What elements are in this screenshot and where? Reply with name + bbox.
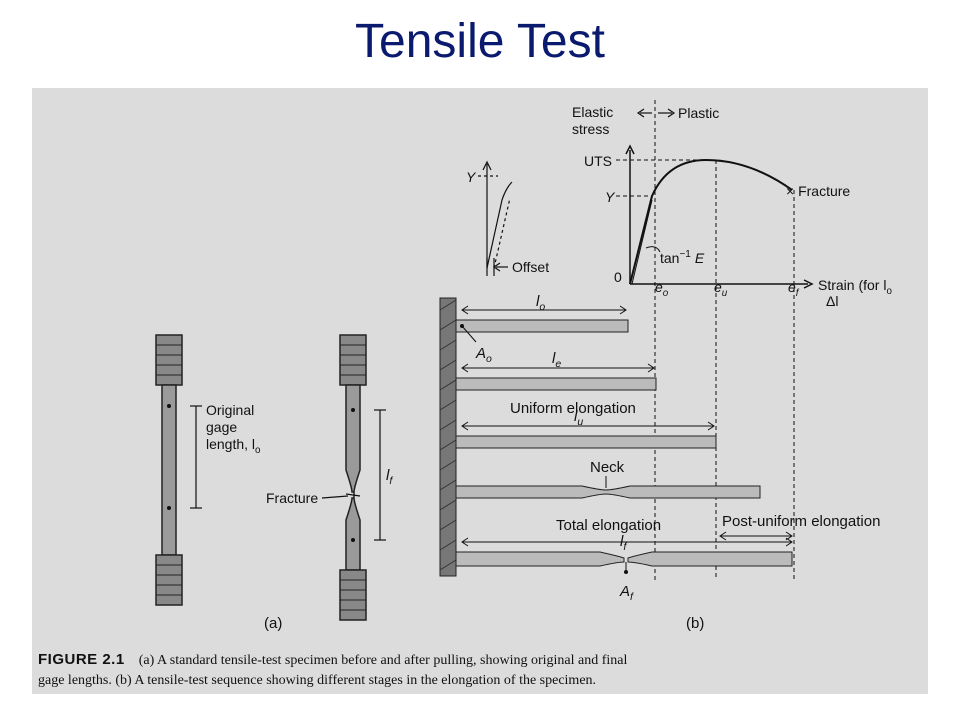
tangent-line xyxy=(631,199,653,285)
total-elongation-label: Total elongation xyxy=(556,517,661,534)
le-label: le xyxy=(552,350,561,370)
origin-label: 0 xyxy=(614,269,622,285)
lf-label: lf xyxy=(620,533,627,553)
panel-label-a: (a) xyxy=(264,615,282,632)
elastic-stress-2: stress xyxy=(572,121,609,137)
post-uniform-label: Post-uniform elongation xyxy=(722,513,880,530)
caption-text-2: gage lengths. (b) A tensile-test sequenc… xyxy=(38,673,597,688)
elastic-plastic-arrows xyxy=(636,108,676,118)
strain-axis-label-2: Δl xyxy=(826,293,838,309)
ao-label: Ao xyxy=(475,345,492,365)
strain-guides xyxy=(616,100,795,580)
stress-strain-curve xyxy=(629,158,793,285)
caption-line-1: FIGURE 2.1 (a) A standard tensile-test sp… xyxy=(38,650,918,671)
plastic-label: Plastic xyxy=(678,105,719,121)
final-length-dimension xyxy=(374,409,386,541)
strain-eo: eo xyxy=(655,279,669,299)
gage-label-2: gage xyxy=(206,419,237,435)
strain-eu: eu xyxy=(714,279,728,299)
figure-caption: FIGURE 2.1 (a) A standard tensile-test sp… xyxy=(38,650,918,691)
lo-label: lo xyxy=(536,293,545,313)
neck-label: Neck xyxy=(590,459,625,476)
panel-label-b: (b) xyxy=(686,615,704,632)
stress-strain-axes xyxy=(625,144,814,289)
fracture-leader xyxy=(321,495,349,499)
caption-text-1: (a) A standard tensile-test specimen bef… xyxy=(138,653,628,668)
tan-arc xyxy=(645,246,661,253)
specimen-original xyxy=(155,334,183,606)
gage-label-3: length, lo xyxy=(206,436,261,456)
fracture-label-b: × Fracture xyxy=(786,183,850,199)
inset-yield-label: Y xyxy=(466,169,477,185)
af-label: Af xyxy=(619,583,634,603)
offset-label: Offset xyxy=(512,259,549,275)
post-uniform-arrow xyxy=(719,531,793,541)
offset-inset xyxy=(478,160,513,276)
specimen-fractured xyxy=(339,334,367,621)
gage-length-dimension xyxy=(190,405,202,509)
uts-label: UTS xyxy=(584,153,612,169)
bar-fractured xyxy=(455,537,793,574)
strain-ef: ef xyxy=(788,279,800,299)
yield-label: Y xyxy=(605,189,616,205)
strain-axis-label-1: Strain (for lo xyxy=(818,277,892,297)
bar-uniform xyxy=(455,421,717,449)
uniform-elongation-label: Uniform elongation xyxy=(510,400,636,417)
lu-label: lu xyxy=(574,408,583,428)
elastic-stress-1: Elastic xyxy=(572,104,613,120)
fracture-label-a: Fracture xyxy=(266,490,318,506)
bar-original xyxy=(455,305,629,343)
figure-number: FIGURE 2.1 xyxy=(38,651,125,668)
slide-title: Tensile Test xyxy=(355,15,605,68)
final-length-label: lf xyxy=(386,467,393,487)
fixed-wall xyxy=(439,297,457,577)
gage-label-1: Original xyxy=(206,402,254,418)
bar-necked xyxy=(455,485,761,499)
bar-elastic xyxy=(455,363,657,391)
